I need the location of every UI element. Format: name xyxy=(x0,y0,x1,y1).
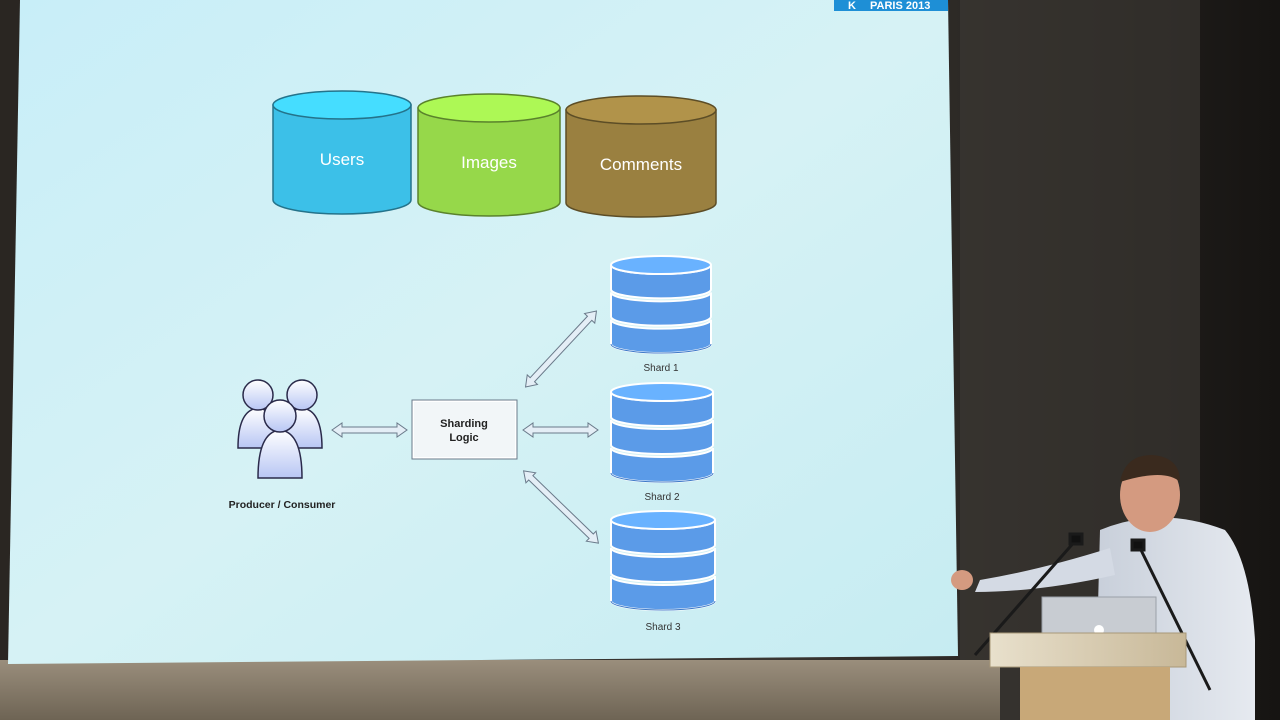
arrow-sharding-to-shard-3 xyxy=(522,470,600,544)
arrow-users-to-sharding xyxy=(331,422,408,438)
database-label: Images xyxy=(461,153,517,172)
database-label: Users xyxy=(320,150,364,169)
presenter-hand xyxy=(951,570,973,590)
logo-bar xyxy=(834,0,948,11)
laptop xyxy=(1041,596,1157,636)
cylinder-top xyxy=(272,90,412,120)
stage-floor xyxy=(0,660,1000,720)
podium xyxy=(989,632,1187,720)
shard-top xyxy=(610,382,714,402)
cylinder-top xyxy=(417,93,561,123)
cylinder-body xyxy=(272,104,412,215)
shard-3: Shard 3 xyxy=(610,510,716,633)
shard-databases: Shard 1 Shard 2 Shard 3 xyxy=(610,255,716,633)
shard-disk xyxy=(610,292,712,327)
database-comments: Comments xyxy=(565,95,717,218)
database-label: Comments xyxy=(600,155,682,174)
shard-top xyxy=(610,255,712,275)
arrow-sharding-to-shard-2 xyxy=(522,422,599,438)
shard-label: Shard 2 xyxy=(644,492,679,503)
arrow-sharding-to-shard-1 xyxy=(524,310,598,388)
shard-bottom-edge xyxy=(610,472,714,483)
shard-1: Shard 1 xyxy=(610,255,712,374)
database-users: Users xyxy=(272,90,412,215)
sharding-logic-line2: Logic xyxy=(449,432,478,444)
projected-slide: K PARIS 2013 Users Images Comments Produce… xyxy=(8,0,958,664)
shard-bottom-edge xyxy=(610,600,716,611)
cylinder-body xyxy=(565,109,717,218)
shard-label: Shard 1 xyxy=(643,363,678,374)
producer-consumer-label: Producer / Consumer xyxy=(229,499,336,511)
top-databases: Users Images Comments xyxy=(272,90,717,218)
database-images: Images xyxy=(417,93,561,217)
shard-top xyxy=(610,510,716,530)
logo-letter: K xyxy=(848,0,856,12)
shard-disk xyxy=(610,547,716,583)
sharding-logic-box: Sharding Logic xyxy=(411,399,518,460)
shard-label: Shard 3 xyxy=(645,622,680,633)
presenter-arm xyxy=(975,548,1115,592)
shard-bottom-edge xyxy=(610,343,712,354)
shard-disk xyxy=(610,419,714,455)
podium-top xyxy=(989,632,1187,668)
logo-text: PARIS 2013 xyxy=(870,0,930,12)
podium-base xyxy=(1020,667,1170,720)
cylinder-top xyxy=(565,95,717,125)
cylinder-body xyxy=(417,107,561,217)
event-logo: K PARIS 2013 xyxy=(834,0,948,12)
users-group-icon xyxy=(237,379,323,479)
presenter-hair xyxy=(1120,455,1180,482)
sharding-logic-line1: Sharding xyxy=(440,418,488,430)
slide-surface xyxy=(8,0,958,664)
shard-2: Shard 2 xyxy=(610,382,714,503)
connection-arrows xyxy=(331,310,600,544)
